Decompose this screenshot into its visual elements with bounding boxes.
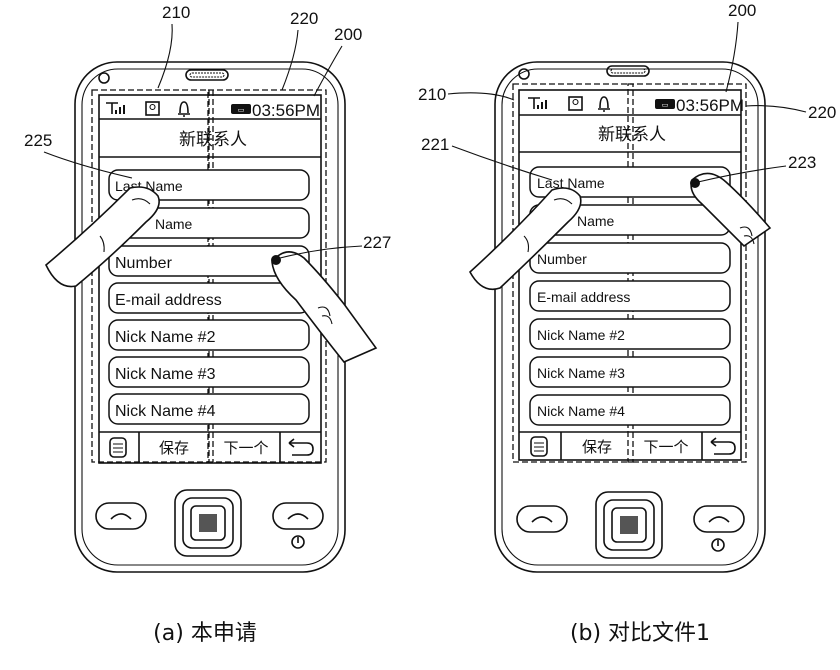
camera-icon [518,68,530,80]
header-title: 新联系人 [598,125,666,145]
header-title: 新联系人 [179,130,247,150]
power-icon [291,535,305,549]
left-finger [468,187,582,291]
ref-label-210: 210 [162,3,190,22]
save-button[interactable]: 保存 [582,438,612,456]
email-field[interactable] [529,280,731,312]
nick-name-4-label: Nick Name #4 [115,403,216,420]
last-name-field[interactable] [108,169,310,201]
nick-name-3-label: Nick Name #3 [537,365,625,381]
contact-form: Last Name Name Number E-mail address Nic… [529,166,731,426]
signal-icon [528,97,547,109]
right-finger [690,172,772,248]
caption-a: (a) 本申请 [153,621,257,646]
number-label: Number [537,251,587,267]
softkey-bar: 保存 下一个 [99,431,321,463]
center-key[interactable] [174,489,242,557]
last-name-label: Last Name [537,175,605,191]
ref-label-220: 220 [808,103,836,122]
name-label: Name [155,216,193,232]
last-name-field[interactable] [529,166,731,198]
ref-label-225: 225 [24,131,52,150]
speaker-grille-inner [610,68,646,74]
speaker-grille [606,65,650,77]
number-field[interactable] [108,245,310,277]
ref-label-223: 223 [788,153,816,172]
nick-name-3-label: Nick Name #3 [115,366,216,383]
panel-a: ▭ 03:56PM 新联系人 Last Name Name Number E-m… [24,3,391,646]
name-label: Name [577,213,615,229]
next-button[interactable]: 下一个 [223,439,268,457]
menu-icon[interactable] [109,437,127,458]
ref-label-210: 210 [418,85,446,104]
panel-b: ▭ 03:56PM 新联系人 Last Name Name Number E-m… [418,1,836,646]
ref-label-200: 200 [728,1,756,20]
nick-name-3-field[interactable] [108,356,310,388]
nick-name-2-label: Nick Name #2 [115,329,216,346]
email-label: E-mail address [115,292,222,309]
nick-name-2-field[interactable] [108,319,310,351]
signal-icon [106,102,125,114]
phone-body [494,61,766,573]
number-label: Number [115,255,173,272]
status-time: 03:56PM [252,101,320,120]
nick-name-3-field[interactable] [529,356,731,388]
next-button[interactable]: 下一个 [643,438,688,456]
ref-label-220: 220 [290,9,318,28]
menu-icon[interactable] [530,436,548,457]
center-key[interactable] [595,491,663,559]
right-finger [271,251,378,363]
speaker-grille [185,69,229,81]
end-call-button-icon[interactable] [272,502,324,530]
svg-text:▭: ▭ [238,107,245,114]
caption-b: (b) 对比文件1 [570,621,710,646]
softkey-bar: 保存 下一个 [519,431,741,460]
email-label: E-mail address [537,289,630,305]
speaker-grille-inner [189,72,225,78]
bell-icon [178,101,190,117]
battery-icon: ▭ [231,104,251,114]
screen [518,89,742,461]
call-button-icon[interactable] [95,502,147,530]
battery-icon: ▭ [655,99,675,109]
contact-card-icon [568,96,583,111]
call-button-icon[interactable] [516,505,568,533]
nick-name-4-field[interactable] [108,393,310,425]
back-arrow-icon[interactable] [288,438,314,456]
nick-name-4-field[interactable] [529,394,731,426]
ref-label-227: 227 [363,233,391,252]
nick-name-4-label: Nick Name #4 [537,403,625,419]
nick-name-2-label: Nick Name #2 [537,327,625,343]
end-call-button-icon[interactable] [693,505,745,533]
contact-card-icon [145,101,160,116]
power-icon [711,538,725,552]
bell-icon [598,96,610,112]
ref-label-200: 200 [334,25,362,44]
left-finger [45,186,160,288]
camera-icon [98,72,110,84]
nick-name-2-field[interactable] [529,318,731,350]
svg-text:▭: ▭ [662,102,669,109]
ref-label-221: 221 [421,135,449,154]
status-time: 03:56PM [676,96,744,115]
back-arrow-icon[interactable] [710,437,736,455]
contact-form: Last Name Name Number E-mail address Nic… [108,169,310,425]
save-button[interactable]: 保存 [159,439,189,457]
